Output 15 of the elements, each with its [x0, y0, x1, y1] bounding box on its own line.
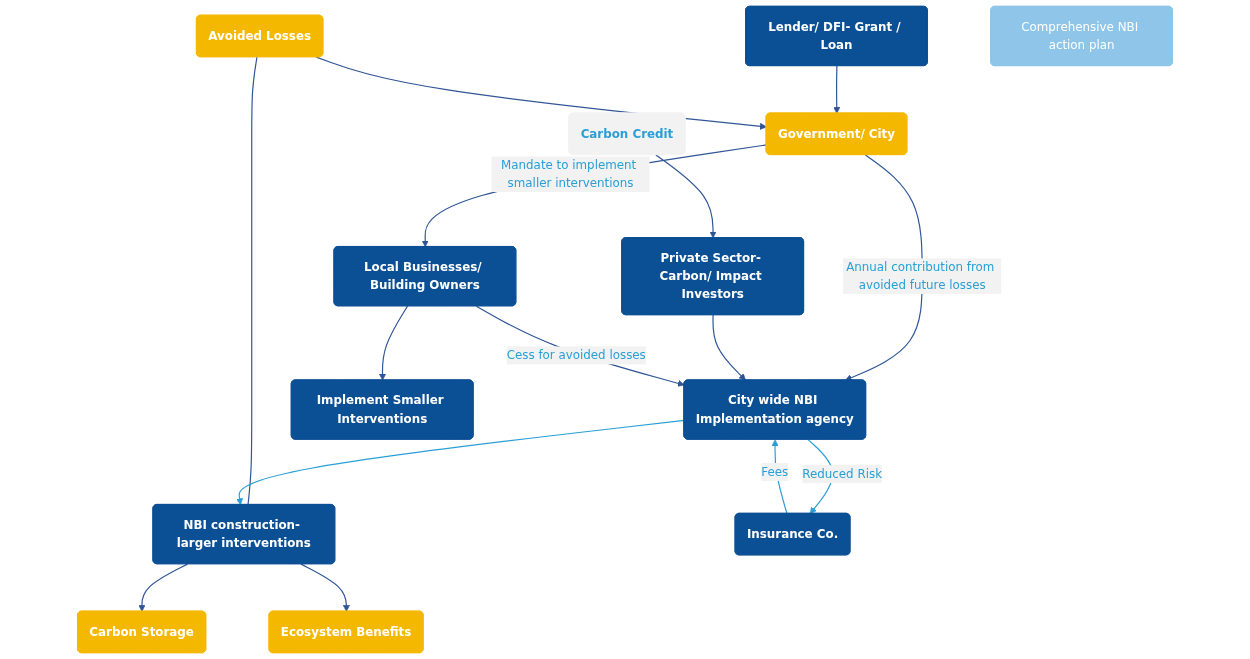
edge-label: Reduced Risk [802, 466, 882, 481]
arrow [655, 154, 717, 239]
edge-label: Annual contribution from avoided future losses [846, 259, 995, 292]
edge-label: Cess for avoided losses [506, 347, 646, 363]
arrow [138, 563, 189, 612]
arrow [475, 305, 685, 387]
connector [247, 56, 258, 506]
arrow [712, 314, 746, 381]
edge-label: Mandate to implement smaller interventions [501, 158, 637, 191]
arrow [421, 144, 768, 248]
arrow [300, 563, 350, 612]
edge-label: Fees [761, 464, 789, 479]
arrow [236, 419, 685, 506]
arrow [833, 65, 841, 114]
arrow [379, 305, 409, 381]
